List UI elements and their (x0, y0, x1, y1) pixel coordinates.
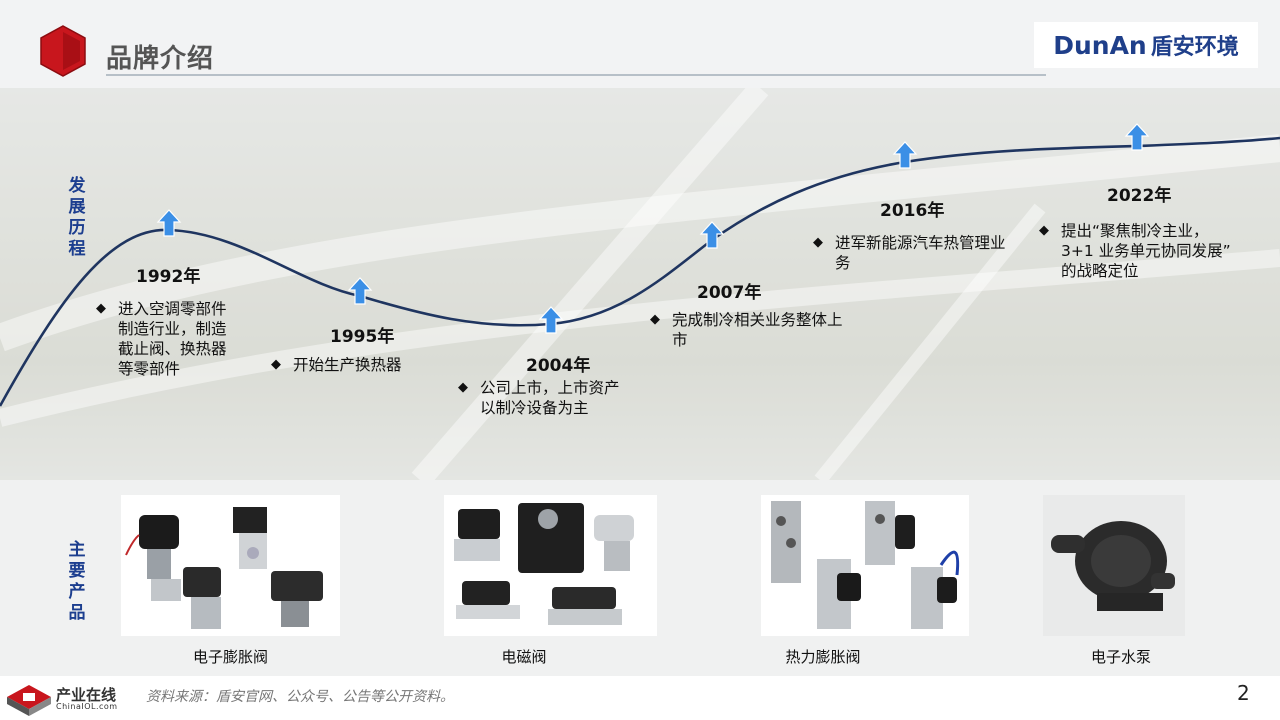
page-title: 品牌介绍 (106, 44, 215, 74)
milestone-arrow-icon (347, 277, 373, 305)
product-label-thermal-expansion-valve: 热力膨胀阀 (785, 648, 861, 666)
timeline-graphic (0, 88, 1280, 480)
timeline-section: 发 展 历 程 1992年 ◆ 进入空调零部件 制造行业，制造 截止阀、换热器 … (0, 88, 1280, 480)
footer-brand-url: ChinaIOL.com (56, 702, 118, 711)
event-2022-description: ◆ 提出“聚焦制冷主业， 3+1 业务单元协同发展” 的战略定位 (1039, 222, 1231, 280)
event-1992-description: ◆ 进入空调零部件 制造行业，制造 截止阀、换热器 等零部件 (96, 300, 227, 378)
title-divider (106, 74, 1046, 76)
page-number: 2 (1237, 681, 1250, 705)
event-1995-description: ◆ 开始生产换热器 (271, 356, 402, 374)
side-char: 品 (68, 603, 86, 623)
bullet-icon: ◆ (650, 312, 660, 327)
company-logo: DunAn 盾安环境 (1034, 22, 1258, 68)
footer-brand-name: 产业在线 (56, 686, 117, 704)
year-1992: 1992年 (136, 267, 201, 287)
bullet-icon: ◆ (458, 380, 468, 395)
event-2016-description: ◆ 进军新能源汽车热管理业 务 (813, 234, 1006, 272)
road-decoration (0, 88, 1280, 480)
product-label-solenoid-valve: 电磁阀 (501, 648, 547, 666)
logo-latin-text: DunAn (1053, 30, 1147, 60)
side-char: 产 (68, 582, 86, 602)
logo-chinese-text: 盾安环境 (1150, 35, 1239, 60)
bullet-icon: ◆ (813, 235, 823, 250)
solenoid-valve-image (444, 495, 657, 636)
valve-illustration-icon (125, 507, 323, 629)
solenoid-illustration-icon (454, 503, 634, 625)
milestone-arrow-icon (1124, 123, 1150, 151)
year-1995: 1995年 (330, 327, 395, 347)
water-pump-illustration-icon (1051, 521, 1175, 611)
year-2016: 2016年 (880, 201, 945, 221)
chinaiol-logo-icon (7, 685, 51, 716)
bullet-icon: ◆ (1039, 223, 1049, 238)
thermal-expansion-valve-image (761, 495, 969, 636)
products-section: 主 要 产 品 电子膨胀阀 (0, 480, 1280, 676)
milestone-arrow-icon (538, 306, 564, 334)
side-char: 主 (68, 540, 86, 560)
electronic-expansion-valve-image (121, 495, 340, 636)
milestone-arrow-icon (892, 141, 918, 169)
product-label-electronic-water-pump: 电子水泵 (1090, 648, 1151, 666)
event-2004-description: ◆ 公司上市，上市资产 以制冷设备为主 (458, 379, 620, 417)
header: 品牌介绍 DunAn 盾安环境 (0, 0, 1280, 88)
event-2007-description: ◆ 完成制冷相关业务整体上 市 (650, 311, 843, 349)
timeline-side-label: 发 展 历 程 (66, 176, 88, 260)
bullet-icon: ◆ (271, 357, 281, 372)
year-2007: 2007年 (697, 283, 762, 303)
side-char: 历 (68, 218, 86, 238)
source-note: 资料来源：盾安官网、公众号、公告等公开资料。 (146, 689, 454, 705)
side-char: 程 (68, 239, 86, 259)
electronic-water-pump-image (1043, 495, 1185, 636)
milestone-arrow-icon (156, 209, 182, 237)
side-char: 发 (68, 176, 86, 196)
year-2022: 2022年 (1107, 186, 1172, 206)
hexagon-badge-icon (40, 25, 86, 77)
products-side-label: 主 要 产 品 (66, 540, 88, 624)
milestone-arrow-icon (699, 221, 725, 249)
year-2004: 2004年 (526, 356, 591, 376)
side-char: 要 (68, 561, 86, 581)
thermal-valve-illustration-icon (771, 501, 960, 629)
side-char: 展 (68, 197, 86, 217)
milestone-arrows (156, 123, 1150, 334)
product-label-electronic-expansion-valve: 电子膨胀阀 (192, 648, 268, 666)
bullet-icon: ◆ (96, 301, 106, 316)
background-photo-overlay (0, 88, 1280, 480)
